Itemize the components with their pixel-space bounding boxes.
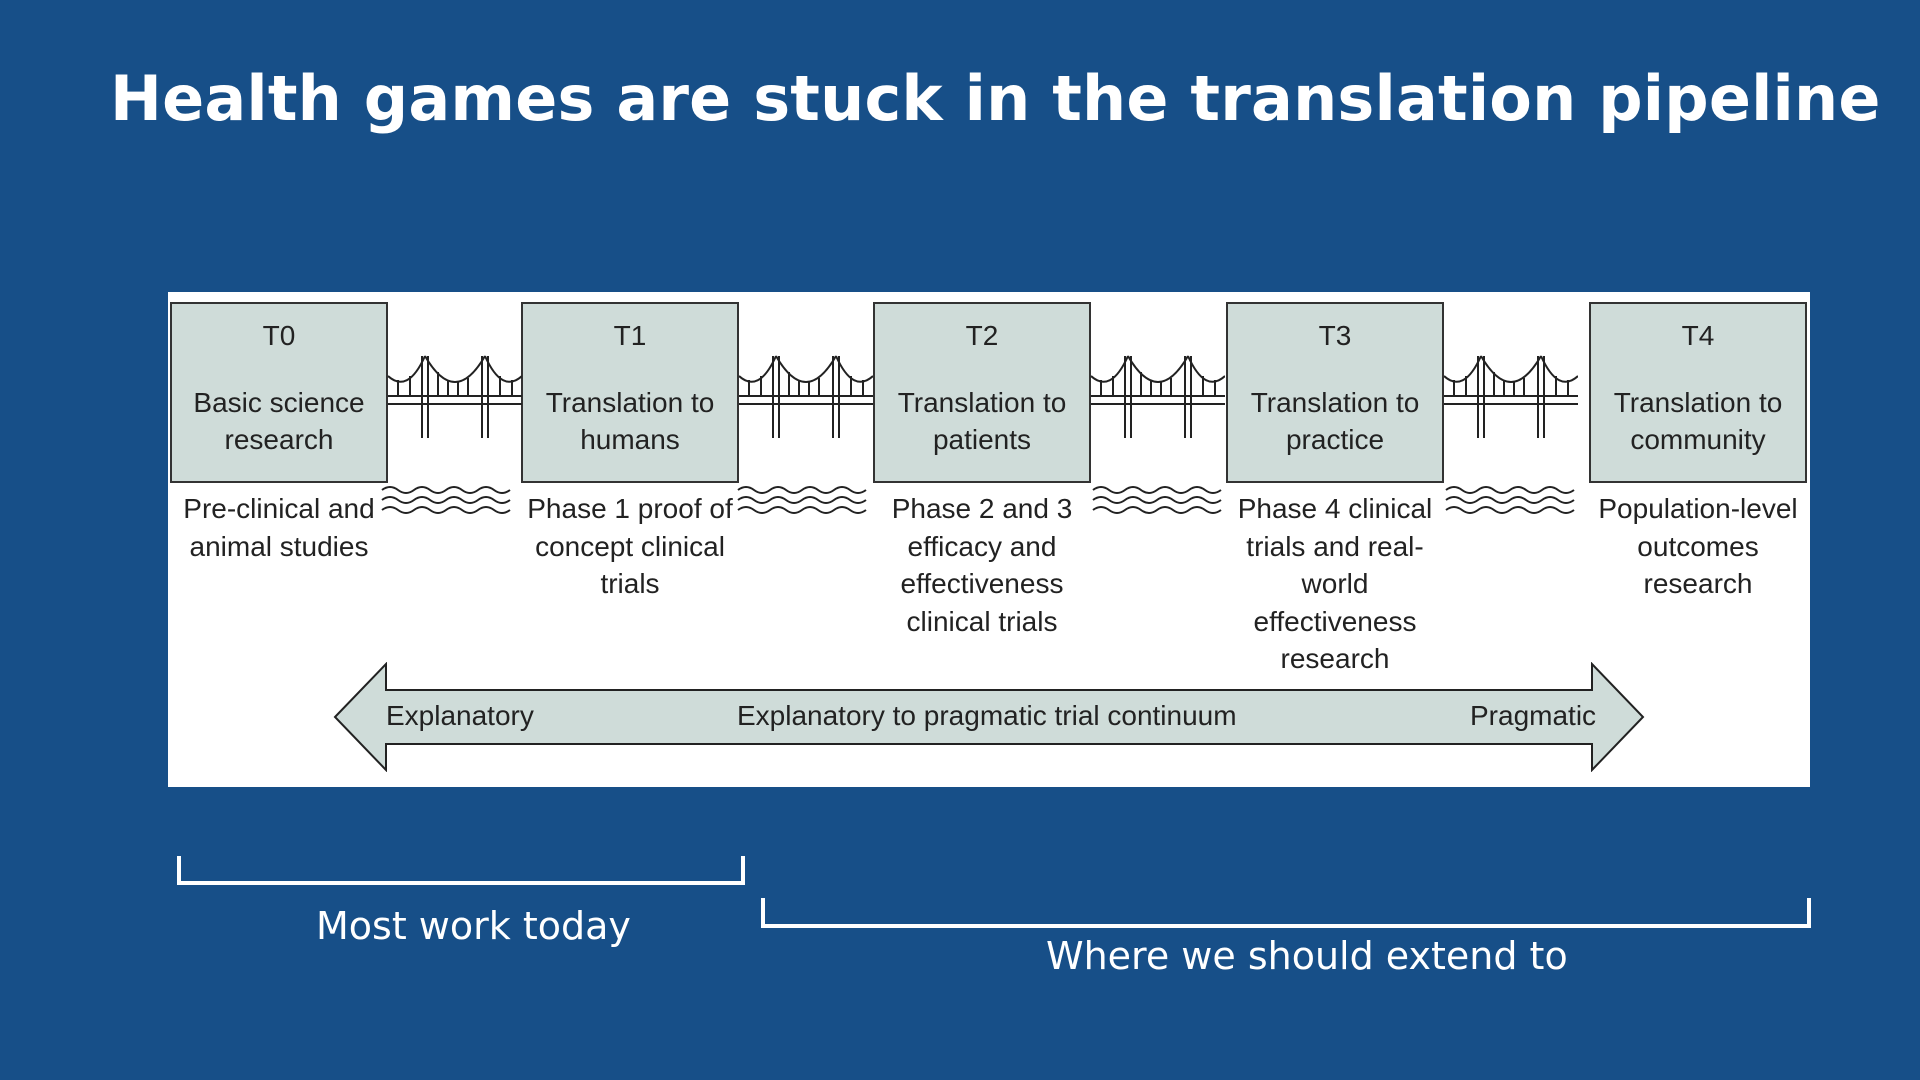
continuum-left-label: Explanatory [386,700,534,731]
stage-description-t2: Phase 2 and 3 efficacy and effectiveness… [891,493,1073,637]
water-waves-icon [1092,486,1222,514]
continuum-right-label: Pragmatic [1470,700,1597,731]
suspension-bridge-icon [1091,355,1225,438]
stage-code: T1 [613,320,647,351]
bracket-label-current: Most work today [316,904,631,948]
suspension-bridge-icon [1444,355,1578,438]
stage-code: T3 [1318,320,1352,351]
suspension-bridge-icon [388,355,522,438]
stage-description-t3: Phase 4 clinical trials and real-world e… [1237,493,1433,674]
stage-name: Translation to humans [545,387,715,455]
bracket-label-future: Where we should extend to [1046,934,1568,978]
continuum-center-label: Explanatory to pragmatic trial continuum [737,700,1237,731]
stage-box-t2: T2 Translation to patients [873,302,1091,483]
stage-code: T4 [1681,320,1715,351]
stage-name: Basic science research [193,387,365,455]
bracket-most-work-today [177,856,745,885]
water-waves-icon [1445,486,1575,514]
translation-pipeline-diagram: T0 Basic science research T1 Translation… [168,292,1810,787]
stage-box-t0: T0 Basic science research [170,302,388,483]
stage-description-t0: Pre-clinical and animal studies [183,493,375,562]
stage-name: Translation to patients [897,387,1067,455]
stage-name: Translation to community [1613,387,1783,455]
water-waves-icon [737,486,867,514]
stage-description-t4: Population-level outcomes research [1598,493,1798,599]
suspension-bridge-icon [739,355,873,438]
stage-box-t3: T3 Translation to practice [1226,302,1444,483]
water-waves-icon [381,486,511,514]
slide-title: Health games are stuck in the translatio… [110,62,1881,135]
bracket-should-extend [761,898,1811,928]
double-headed-arrow [333,662,1645,772]
stage-description-t1: Phase 1 proof of concept clinical trials [527,493,733,599]
stage-box-t1: T1 Translation to humans [521,302,739,483]
stage-code: T2 [965,320,999,351]
stage-box-t4: T4 Translation to community [1589,302,1807,483]
stage-code: T0 [262,320,296,351]
stage-name: Translation to practice [1250,387,1420,455]
